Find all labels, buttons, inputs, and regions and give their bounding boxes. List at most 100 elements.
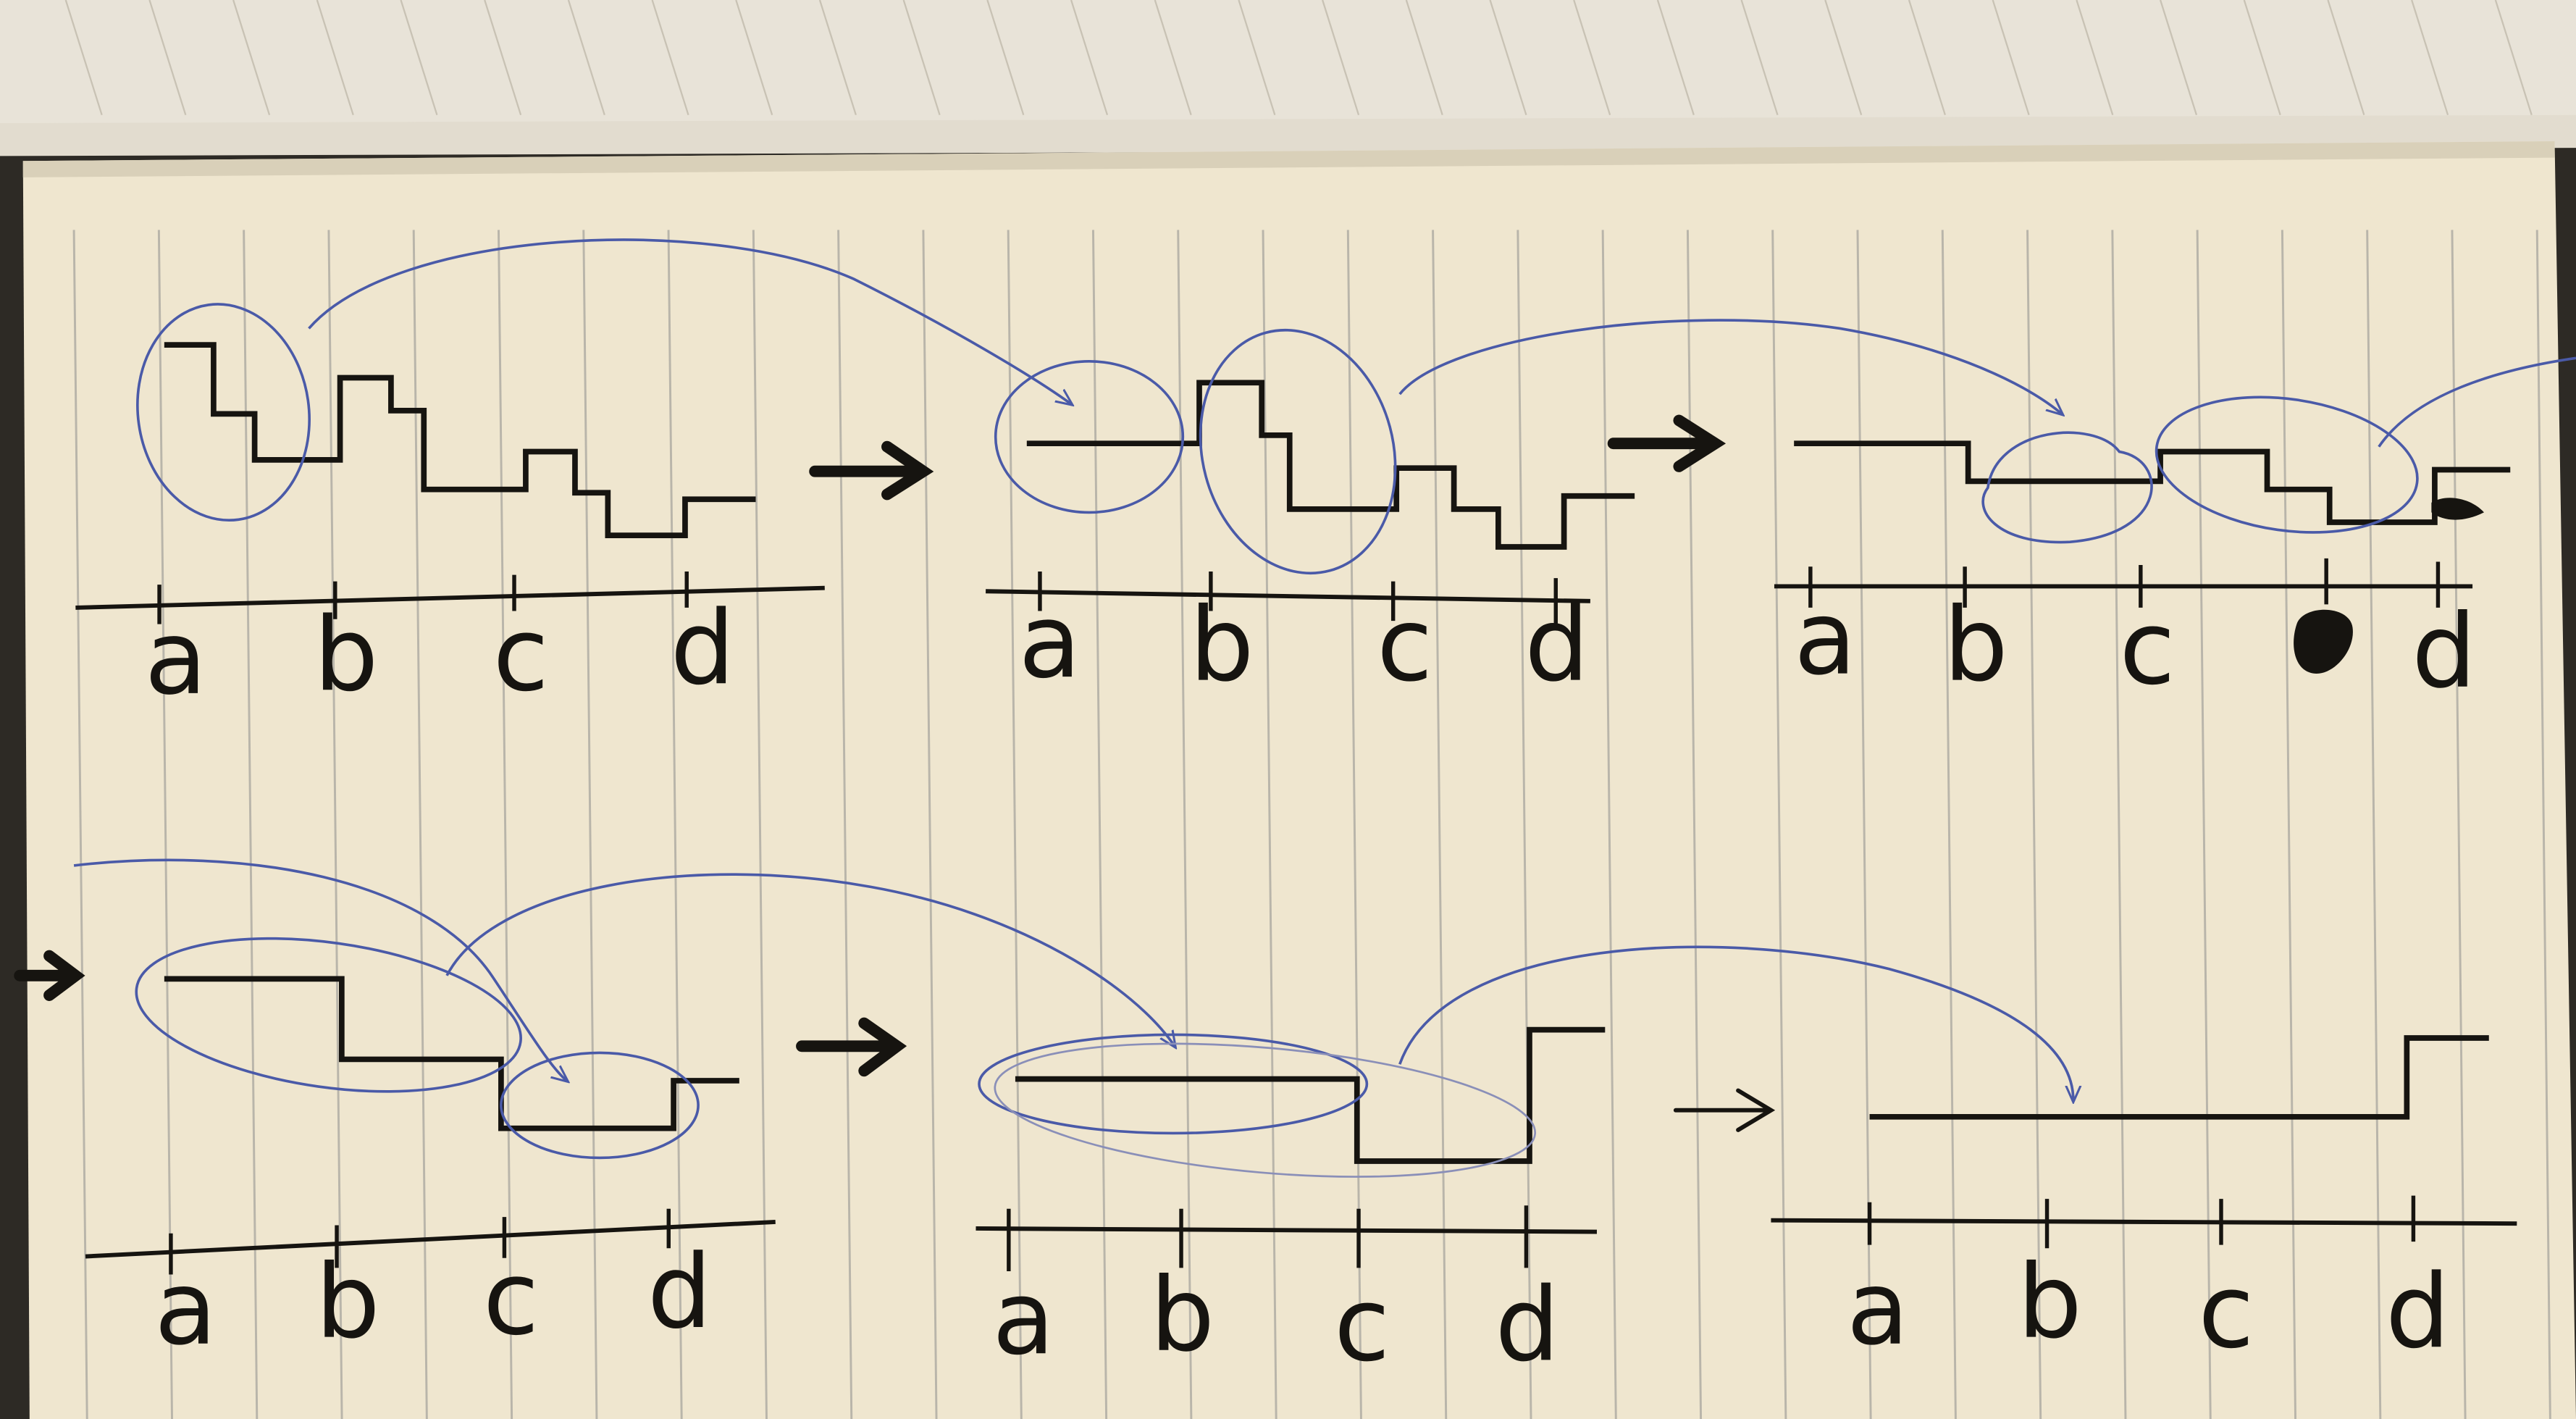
panel-4: a b c d xyxy=(73,858,1175,1368)
ruled-line xyxy=(2411,0,2449,116)
grouping-circle xyxy=(2155,395,2419,534)
ruled-line xyxy=(157,230,173,1419)
ruled-line xyxy=(1489,0,1527,116)
panel-5: a b c d xyxy=(976,945,2073,1384)
merge-arrow xyxy=(73,858,567,1081)
tick-label-d: d xyxy=(1495,1265,1559,1384)
ruled-line xyxy=(1177,230,1193,1419)
time-axis xyxy=(986,589,1590,603)
grouping-circle xyxy=(500,1051,700,1160)
grouping-circle xyxy=(978,1033,1369,1135)
ruled-line xyxy=(1740,0,1779,116)
ruled-line xyxy=(2494,0,2533,116)
ruled-line xyxy=(2076,0,2114,116)
tick-label-d: d xyxy=(671,589,735,708)
transition-arrow xyxy=(1673,1088,1776,1132)
ruled-line xyxy=(2159,0,2198,116)
ruled-line xyxy=(986,0,1025,116)
tick-label-a: a xyxy=(145,599,207,718)
ruled-line xyxy=(2243,0,2281,116)
ruled-line xyxy=(64,0,103,116)
tick-label-c: c xyxy=(2198,1252,2254,1371)
ruled-line xyxy=(484,0,522,116)
tick-label-a: a xyxy=(154,1250,217,1368)
ruled-line xyxy=(72,230,88,1419)
merge-arrow xyxy=(308,238,1071,404)
ruled-line xyxy=(1091,230,1108,1419)
ruled-line xyxy=(148,0,187,116)
grouping-circle xyxy=(136,303,311,522)
ruled-line xyxy=(498,230,513,1419)
ruled-line xyxy=(922,230,938,1419)
ruled-line xyxy=(1154,0,1192,116)
tick-label-b: b xyxy=(2018,1243,2082,1362)
tick-label-a: a xyxy=(1018,582,1081,701)
signal-step-line xyxy=(164,342,756,539)
ruled-line xyxy=(2327,0,2365,116)
grouping-circle xyxy=(135,937,522,1093)
ruled-line xyxy=(412,230,428,1419)
grouping-circle xyxy=(1981,431,2153,544)
ruled-line xyxy=(567,0,605,116)
ruled-line xyxy=(667,230,683,1419)
ruled-line xyxy=(1070,0,1109,116)
grouping-circle xyxy=(1199,328,1397,575)
ruled-line xyxy=(2535,230,2551,1419)
panel-1: a b c d xyxy=(75,238,1071,718)
ruled-line xyxy=(1992,0,2030,116)
tick-label-b: b xyxy=(1150,1256,1214,1375)
tick-label-b: b xyxy=(316,1243,380,1362)
ruled-line xyxy=(400,0,438,116)
signal-step-line xyxy=(1026,380,1635,550)
merge-arrow xyxy=(445,873,1175,1046)
ruled-line xyxy=(1656,0,1695,116)
tick-label-d: d xyxy=(647,1233,712,1352)
ruled-line xyxy=(1824,0,1863,116)
tick-label-d: d xyxy=(2386,1252,2450,1371)
panel-3: a b c d xyxy=(1774,356,2576,711)
ruled-line xyxy=(837,230,853,1419)
ruled-line xyxy=(1322,0,1360,116)
transition-arrow xyxy=(1607,414,1727,472)
tick-label-c: c xyxy=(493,595,549,714)
tick-label-c: c xyxy=(483,1239,539,1358)
previous-page-lines xyxy=(64,0,2533,116)
ruled-line xyxy=(1007,230,1023,1419)
transition-arrow xyxy=(14,950,85,1001)
tick-label-a: a xyxy=(1847,1250,1909,1368)
tick-label-c: c xyxy=(2119,589,2175,708)
ruled-line xyxy=(232,0,271,116)
ruled-line xyxy=(1908,0,1946,116)
notebook-page xyxy=(22,141,2576,1419)
tick-label-d: d xyxy=(1524,586,1589,705)
ink-blob xyxy=(2431,498,2484,520)
time-axis xyxy=(75,585,825,610)
merge-arrow xyxy=(2378,356,2576,448)
panel-2: a b c d xyxy=(986,319,2062,705)
tick-label-b: b xyxy=(1944,586,2008,705)
tick-label-a: a xyxy=(1794,579,1856,698)
ruled-line xyxy=(818,0,857,116)
ruled-line xyxy=(582,230,598,1419)
tick-label-b: b xyxy=(314,595,378,714)
time-axis xyxy=(1771,1218,2517,1226)
signal-step-line xyxy=(1015,1026,1606,1164)
ruled-line xyxy=(902,0,941,116)
ruled-line xyxy=(1405,0,1443,116)
transition-arrow xyxy=(796,1017,907,1077)
tick-label-c: c xyxy=(1377,586,1432,705)
tick-label-a: a xyxy=(992,1259,1054,1378)
grouping-circle xyxy=(994,1042,1537,1178)
tick-label-c: c xyxy=(1334,1265,1390,1384)
ruled-line xyxy=(1262,230,1277,1419)
ruled-line xyxy=(1573,0,1611,116)
grouping-circle xyxy=(994,360,1185,514)
tick-label-d: d xyxy=(2412,593,2476,711)
signal-step-line xyxy=(1869,1035,2489,1120)
scribble-mark xyxy=(2294,609,2353,674)
panel-6: a b c d xyxy=(1771,1035,2517,1371)
ruled-line xyxy=(1601,230,1617,1419)
ruled-line xyxy=(1238,0,1276,116)
tick-label-b: b xyxy=(1189,586,1254,705)
